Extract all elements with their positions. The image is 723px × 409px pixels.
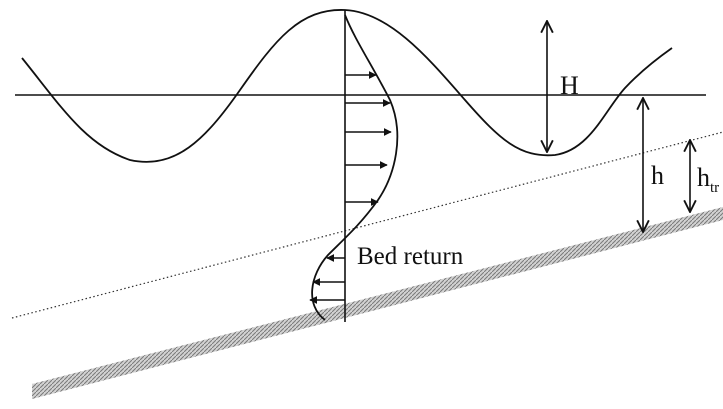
water-depth-label: h (651, 161, 664, 190)
wave-height-label: H (560, 71, 579, 100)
trough-depth-label-subscript: tr (710, 180, 719, 196)
return-flow-arrows (309, 254, 345, 304)
dotted-reference-line (11, 131, 723, 319)
trough-depth-label-main: h (697, 163, 710, 192)
seabed-hatch (32, 207, 723, 399)
undertow-label: Bed return (357, 243, 464, 270)
velocity-profile-curve (311, 14, 399, 321)
trough-depth-label: htr (697, 163, 719, 196)
onshore-velocity-arrows (345, 71, 392, 206)
wave-surface (21, 9, 673, 163)
